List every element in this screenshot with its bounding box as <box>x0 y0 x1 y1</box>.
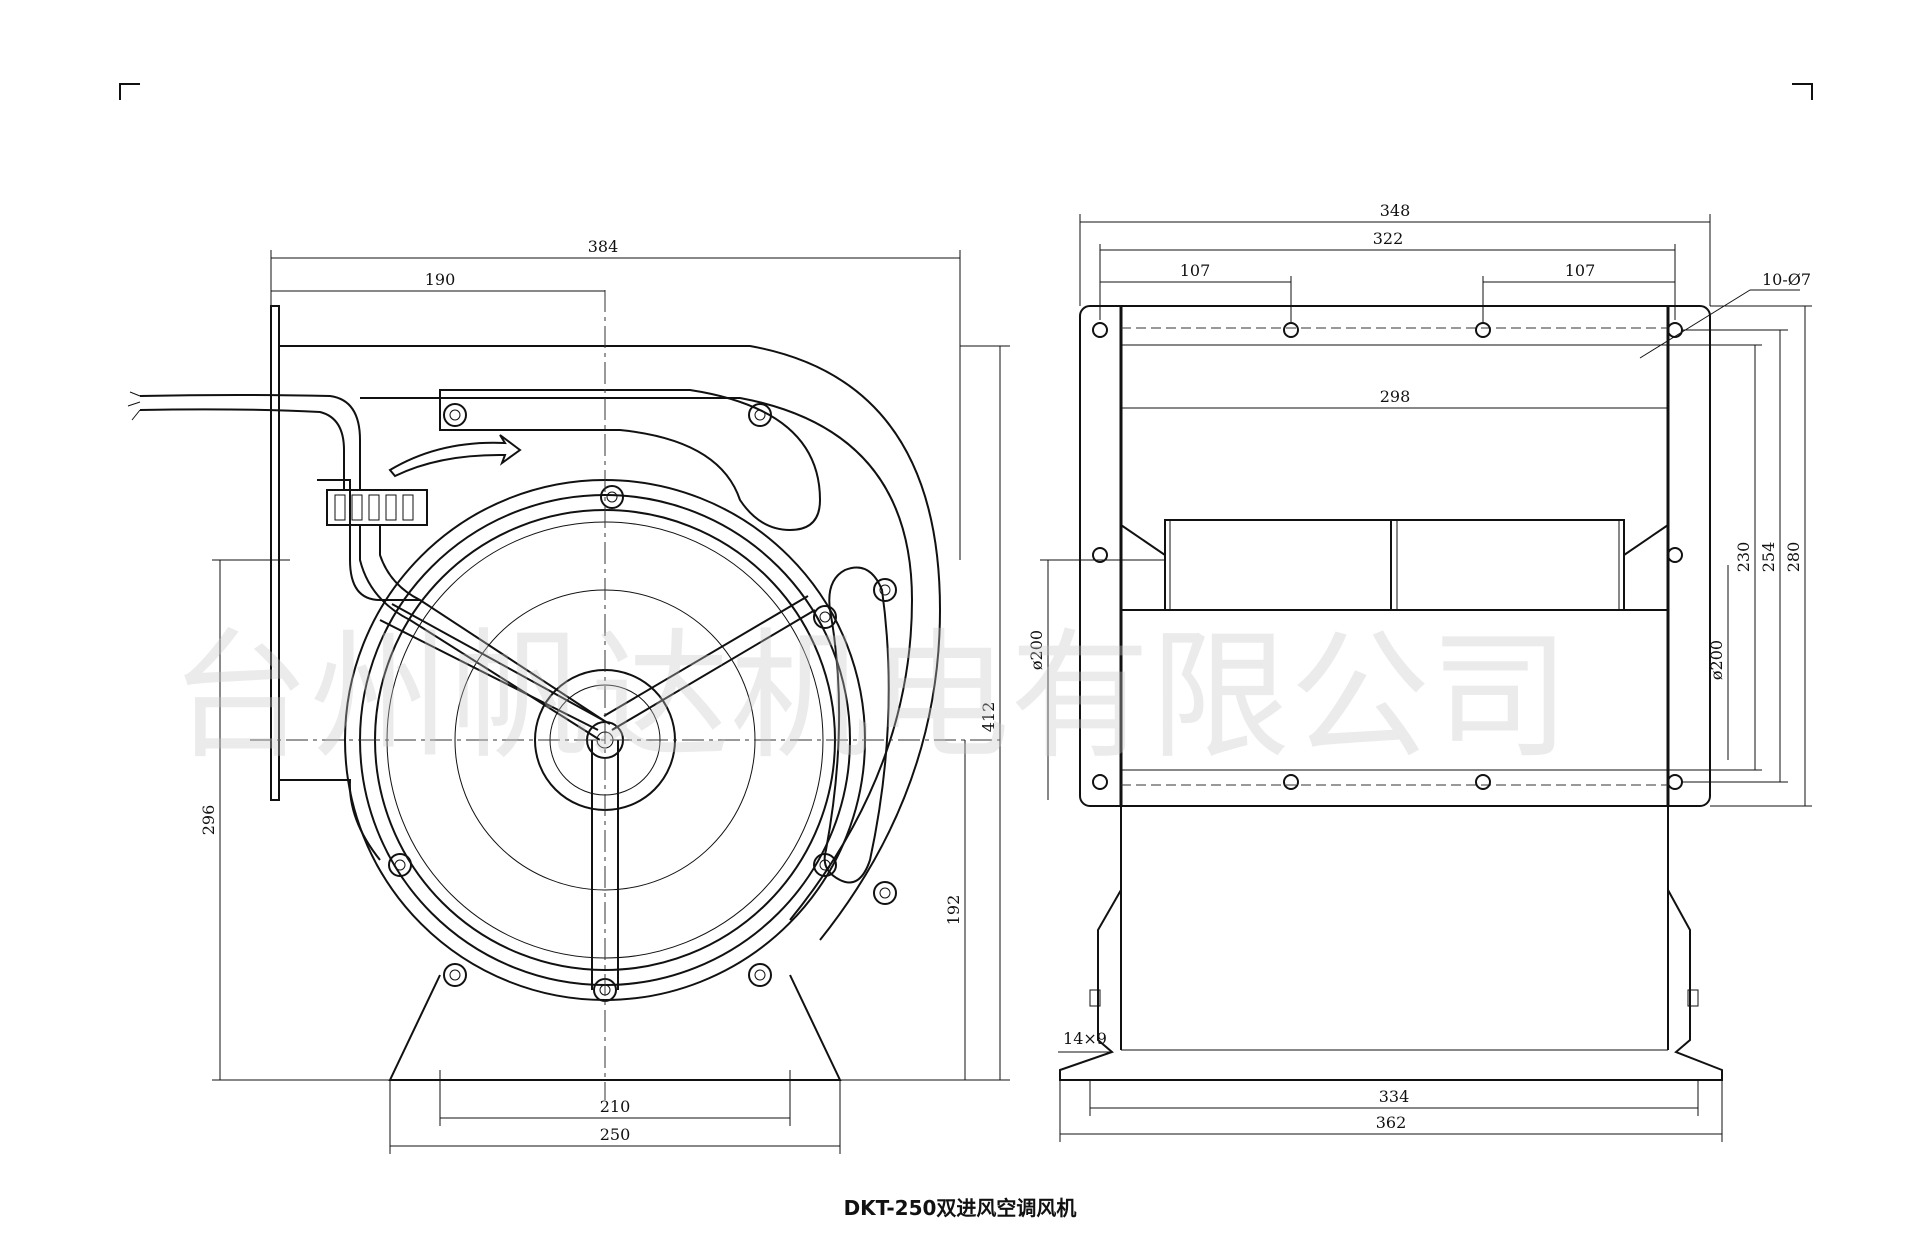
outlet-flange <box>270 305 280 801</box>
upper-slot <box>439 389 822 532</box>
dim-flange-width: 348 <box>1380 201 1411 220</box>
dim-hole-span: 322 <box>1373 229 1404 248</box>
dim-hole-pitch-left: 107 <box>1180 261 1211 280</box>
side-view-dimensions: 384 190 412 296 192 210 250 <box>199 237 1010 1154</box>
corner-mark-left <box>119 83 140 100</box>
scroll-housing-bottom <box>279 779 381 861</box>
terminal-block <box>326 489 428 526</box>
dim-overall-height: 412 <box>979 702 998 733</box>
dim-slot: 14×9 <box>1063 1029 1107 1048</box>
inlet-right <box>1623 524 1669 611</box>
dim-base-width-front: 362 <box>1376 1113 1407 1132</box>
support-arm-down <box>591 740 619 990</box>
dim-hole-height: 254 <box>1759 542 1778 573</box>
terminal-bracket <box>317 479 420 601</box>
airflow-arrow <box>388 434 522 478</box>
terminal-screws <box>334 494 414 521</box>
dim-inlet-dia-left: ø200 <box>1027 630 1046 670</box>
outlet-flange-front <box>1079 305 1711 807</box>
dim-base-hole-spacing-front: 334 <box>1379 1087 1410 1106</box>
dim-hole-pitch-right: 107 <box>1565 261 1596 280</box>
side-view <box>127 290 1000 1100</box>
dim-base-width: 250 <box>600 1125 631 1144</box>
dim-inlet-dia-right: ø200 <box>1707 640 1726 680</box>
support-arm-left <box>379 603 611 731</box>
scroll-inner <box>360 397 914 921</box>
cable-wires <box>127 391 141 421</box>
power-cable <box>139 394 361 490</box>
dim-outlet-height: 230 <box>1734 542 1753 573</box>
support-arm-right <box>603 595 816 731</box>
front-view-dimensions: 348 322 107 107 10-Ø7 298 230 254 280 ø2… <box>1027 201 1812 1142</box>
watermark-text: 台州帆达机电有限公司 <box>170 616 1570 779</box>
dim-flange-height: 280 <box>1784 542 1803 573</box>
dim-overall-width: 384 <box>588 237 619 256</box>
dim-half-width: 190 <box>425 270 456 289</box>
dim-holes-spec: 10-Ø7 <box>1762 270 1811 289</box>
drawing-title: DKT-250双进风空调风机 <box>844 1196 1077 1220</box>
dim-lower-height: 192 <box>944 895 963 926</box>
corner-mark-right <box>1792 83 1813 100</box>
scroll-housing-outer <box>279 345 942 941</box>
dim-outlet-width: 298 <box>1380 387 1411 406</box>
leg-right <box>1667 889 1723 1081</box>
cable-run <box>359 525 601 741</box>
right-slot <box>823 566 890 884</box>
dim-base-hole-spacing: 210 <box>600 1097 631 1116</box>
front-view <box>1059 305 1723 1081</box>
inlet-left <box>1120 524 1166 611</box>
impeller-body <box>1164 519 1625 611</box>
dim-axis-height: 296 <box>199 805 218 836</box>
